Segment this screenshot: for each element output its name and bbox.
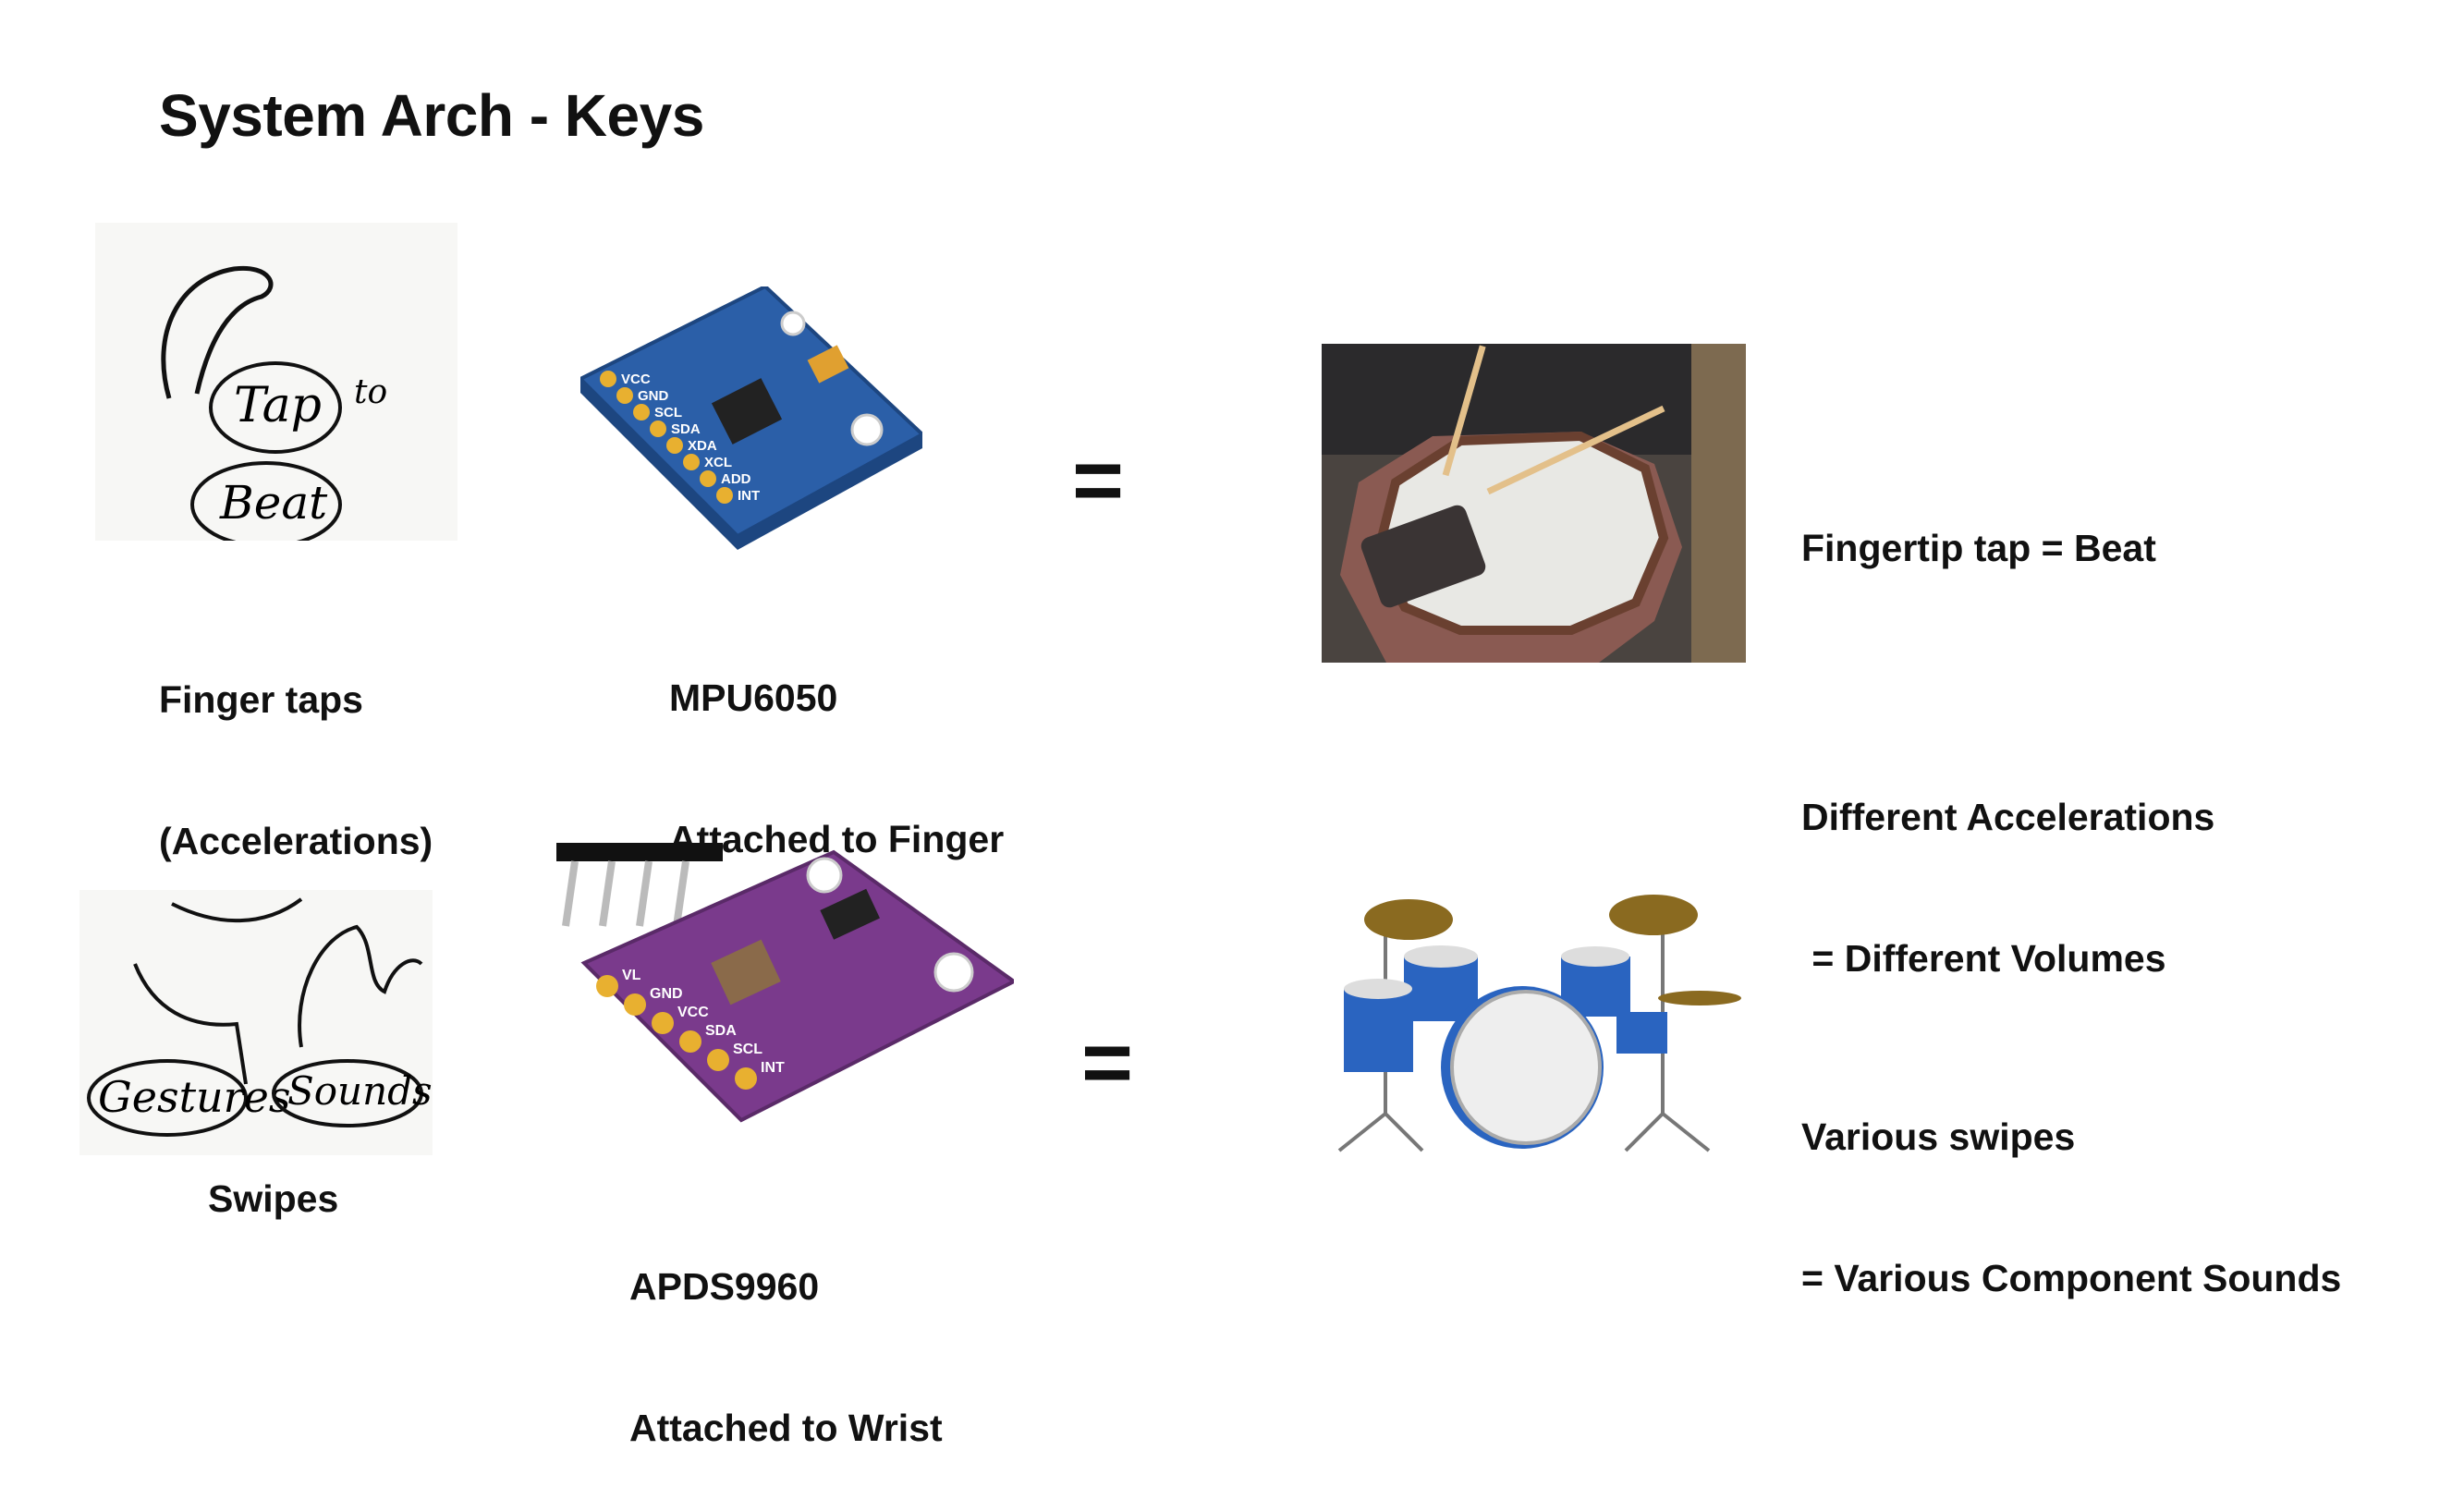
pin-label-sda: SDA <box>671 421 701 437</box>
text-line: Fingertip tap = Beat <box>1801 527 2156 569</box>
equals-sign: = <box>1081 1013 1134 1112</box>
text-line: = Various Component Sounds <box>1801 1257 2342 1299</box>
pin-label-sda: SDA <box>705 1023 737 1039</box>
swipes-label: Swipes <box>208 1177 339 1220</box>
slide-title: System Arch - Keys <box>159 82 704 149</box>
pin-label-int: INT <box>761 1060 785 1076</box>
label-line: APDS9960 <box>629 1265 820 1308</box>
text-line: = Different Volumes <box>1801 937 2166 980</box>
sketch-word-sounds: Sounds <box>287 1068 433 1114</box>
pin-label-vl: VL <box>622 968 641 983</box>
text-line: Different Accelerations <box>1801 796 2215 838</box>
gestures-to-sounds-sketch: Gestures Sounds <box>79 890 433 1155</box>
pin-label-gnd: GND <box>638 388 669 404</box>
pin-label-gnd: GND <box>650 986 683 1002</box>
drum-pad-photo <box>1322 344 1746 663</box>
apds9960-board-image: VL GND VCC SDA SCL INT <box>556 843 1014 1129</box>
pin-label-vcc: VCC <box>621 372 651 387</box>
swipe-description: Various swipes = Various Component Sound… <box>1801 1019 2341 1349</box>
sketch-word-gestures: Gestures <box>98 1072 291 1122</box>
sketch-word-to: to <box>354 373 387 411</box>
tap-to-beat-sketch: Tap to Beat <box>95 223 457 541</box>
pin-label-add: ADD <box>721 471 751 487</box>
mpu6050-board-image: VCC GND SCL SDA XDA XCL ADD INT <box>580 286 922 573</box>
label-line: Attached to Wrist <box>629 1407 943 1449</box>
pin-label-int: INT <box>738 488 760 504</box>
finger-taps-label: Finger taps (Accelerations) <box>159 582 433 912</box>
pin-label-xda: XDA <box>688 438 717 454</box>
label-line: Finger taps <box>159 678 363 721</box>
drum-kit-image <box>1256 883 1764 1169</box>
equals-sign: = <box>1072 431 1125 530</box>
pin-label-scl: SCL <box>654 405 682 420</box>
sketch-word-tap: Tap <box>234 378 322 433</box>
text-line: Various swipes <box>1801 1115 2076 1158</box>
label-line: MPU6050 <box>669 676 838 719</box>
sketch-word-beat: Beat <box>219 476 328 530</box>
label-line: (Accelerations) <box>159 820 433 862</box>
pin-label-scl: SCL <box>733 1042 762 1057</box>
pin-label-vcc: VCC <box>677 1005 709 1020</box>
pin-label-xcl: XCL <box>704 455 732 470</box>
beat-description: Fingertip tap = Beat Different Accelerat… <box>1801 431 2214 1030</box>
apds9960-label: APDS9960 Attached to Wrist <box>629 1169 943 1499</box>
